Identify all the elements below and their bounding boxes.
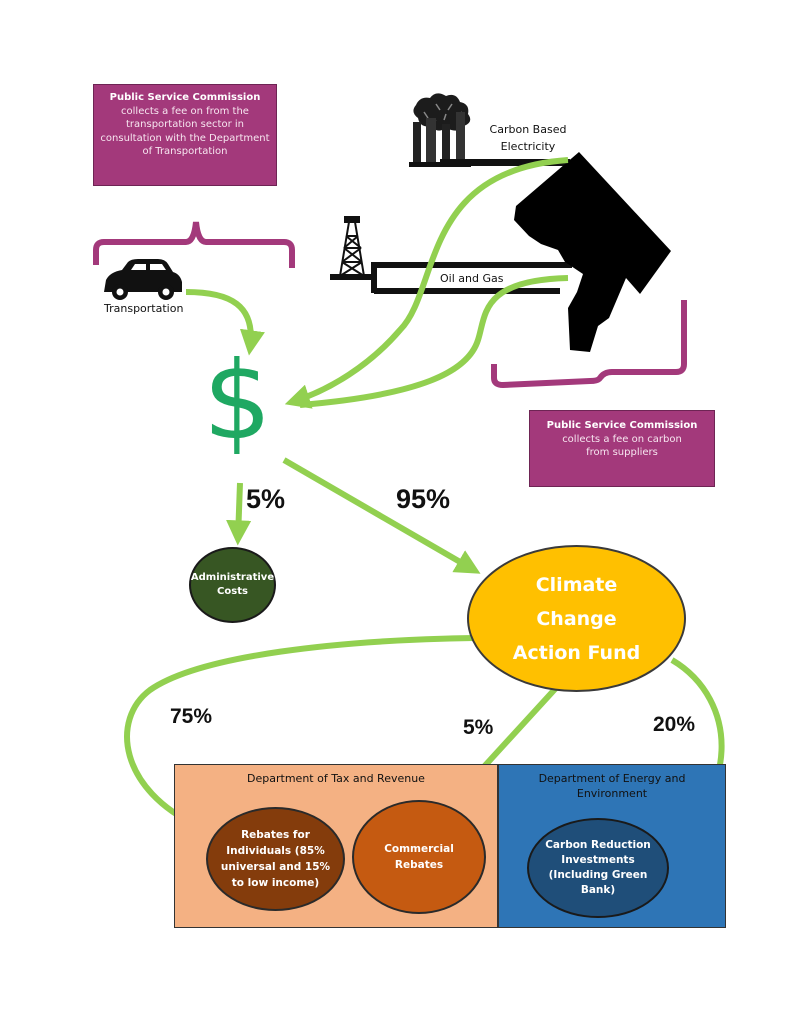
transportation-label: Transportation — [104, 302, 184, 315]
dollar-icon: $ — [203, 339, 272, 464]
carbon-investments-label: Carbon Reduction Investments (Including … — [545, 839, 651, 896]
oil-pipeline — [330, 262, 572, 294]
dc-map-icon — [514, 152, 671, 352]
supplier-bracket — [491, 300, 687, 388]
psc-supplier-box: Public Service Commission collects a fee… — [529, 410, 715, 487]
tax-revenue-title: Department of Tax and Revenue — [247, 772, 425, 785]
admin-costs-node: Administrative Costs — [189, 547, 276, 623]
power-plant-icon — [409, 93, 570, 167]
admin-percent: 5% — [246, 484, 286, 514]
transport-bracket — [93, 221, 295, 268]
arrow-electricity — [284, 157, 569, 409]
electricity-label: Carbon Based Electricity — [489, 123, 567, 153]
oil-derrick-icon — [339, 216, 365, 277]
psc-supplier-body: collects a fee on carbon from suppliers — [562, 433, 682, 459]
individuals-percent: 75% — [170, 705, 213, 728]
energy-environment-title: Department of Energy and Environment — [538, 772, 686, 800]
psc-transport-title: Public Service Commission — [109, 92, 261, 103]
investments-percent: 20% — [653, 713, 696, 736]
psc-supplier-title: Public Service Commission — [546, 420, 698, 431]
arrow-to-fund — [282, 457, 481, 574]
carbon-investments-node: Carbon Reduction Investments (Including … — [527, 818, 669, 918]
arrow-to-individuals — [124, 635, 475, 831]
car-icon — [104, 259, 182, 300]
oil-gas-label: Oil and Gas — [440, 272, 504, 285]
commercial-rebates-node: Commercial Rebates — [352, 800, 486, 914]
commercial-percent: 5% — [463, 716, 494, 739]
rebates-individuals-node: Rebates for Individuals (85% universal a… — [206, 807, 345, 911]
climate-fund-node: Climate Change Action Fund — [467, 545, 686, 692]
fund-percent: 95% — [396, 484, 451, 514]
psc-transport-box: Public Service Commission collects a fee… — [93, 84, 277, 186]
commercial-rebates-label: Commercial Rebates — [384, 843, 454, 871]
rebates-individuals-label: Rebates for Individuals (85% universal a… — [220, 829, 331, 889]
arrow-to-admin — [226, 482, 252, 546]
psc-transport-body: collects a fee on from the transportatio… — [100, 105, 270, 158]
climate-fund-label: Climate Change Action Fund — [512, 573, 641, 664]
arrow-transportation — [185, 289, 265, 356]
admin-costs-label: Administrative Costs — [190, 572, 275, 597]
arrow-oil-gas — [299, 275, 569, 408]
